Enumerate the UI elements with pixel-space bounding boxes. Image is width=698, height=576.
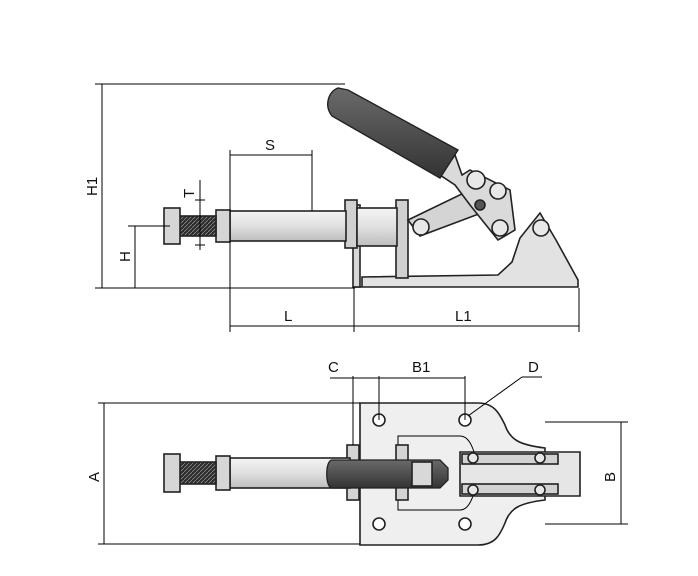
- label-B: B: [602, 472, 619, 482]
- top-yoke-bar-1: [461, 453, 559, 465]
- top-pivot-2: [467, 484, 479, 496]
- side-handle-grip: [327, 87, 459, 179]
- label-D: D: [528, 359, 539, 376]
- top-pivot-1: [467, 452, 479, 464]
- side-handle-bracket: [438, 153, 516, 242]
- label-L: L: [284, 308, 292, 325]
- side-pivot-6: [532, 219, 550, 237]
- top-yoke-bar-2: [461, 483, 559, 495]
- label-S: S: [265, 137, 275, 154]
- label-B1: B1: [412, 359, 430, 376]
- top-hole-3: [372, 517, 386, 531]
- top-hole-4: [458, 517, 472, 531]
- side-body: [356, 207, 398, 247]
- top-thread: [177, 461, 217, 485]
- top-view: A B C B1 D: [86, 359, 628, 546]
- label-T: T: [181, 189, 198, 198]
- side-pivot-3: [474, 199, 486, 211]
- side-base-plate: [355, 211, 579, 288]
- side-view: H1 H T S L L1: [84, 83, 580, 332]
- label-H1: H1: [84, 177, 101, 196]
- top-link-block: [411, 461, 433, 487]
- side-pivot-1: [466, 170, 486, 190]
- top-pivot-3: [534, 452, 546, 464]
- top-nut-inner: [215, 455, 231, 491]
- top-pivot-4: [534, 484, 546, 496]
- side-thread: [177, 215, 217, 237]
- label-A: A: [86, 472, 103, 482]
- side-pivot-5: [412, 218, 430, 236]
- side-pivot-2: [489, 182, 507, 200]
- top-bolt-head: [163, 453, 181, 493]
- side-nut-inner: [215, 209, 231, 243]
- label-C: C: [328, 359, 339, 376]
- label-H: H: [117, 251, 134, 262]
- label-L1: L1: [455, 308, 472, 325]
- side-pivot-4: [491, 219, 509, 237]
- side-plunger-rod: [229, 210, 347, 242]
